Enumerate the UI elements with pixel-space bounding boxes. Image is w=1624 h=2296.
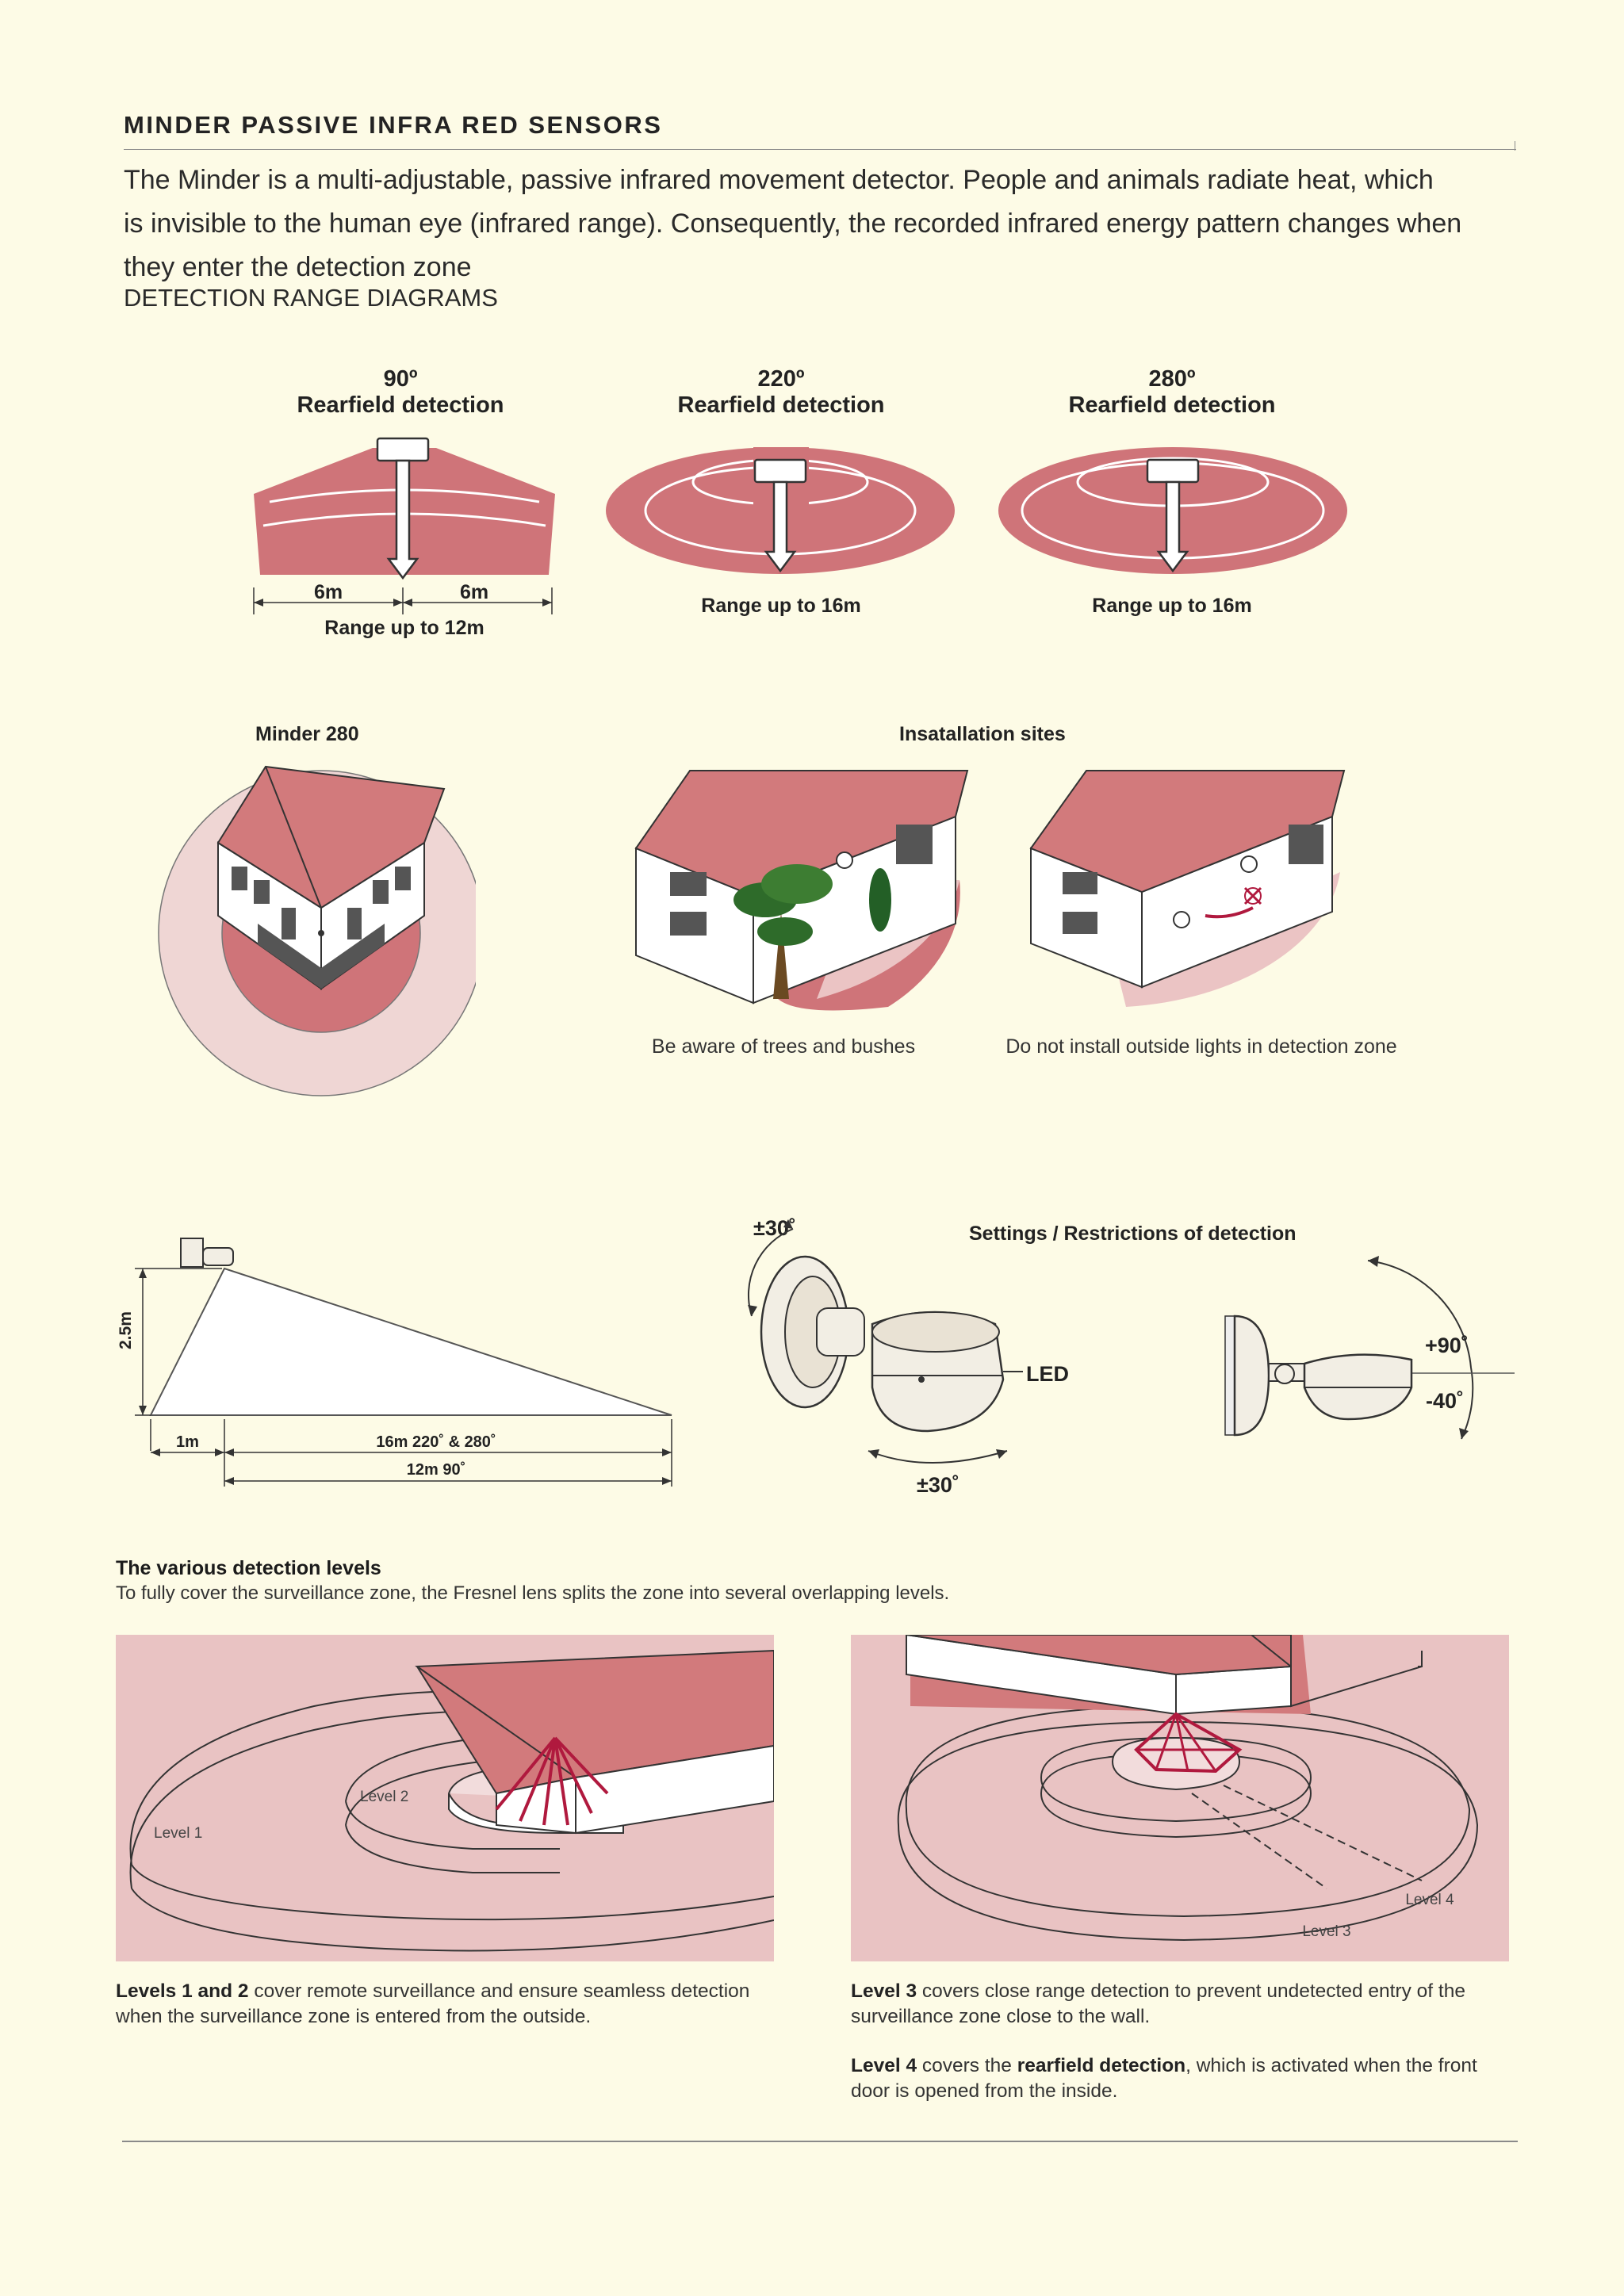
diagram-90-label: Rearfield detection xyxy=(297,392,504,418)
sensor-tilt-illustration xyxy=(1224,1256,1515,1440)
arrow-down-icon xyxy=(1156,480,1189,573)
sensor-icon xyxy=(836,851,853,869)
sensor-head-illustration xyxy=(748,1219,1023,1464)
diagram-220-label: Rearfield detection xyxy=(677,392,885,418)
level-3-text: covers close range detection to prevent … xyxy=(851,1980,1465,2027)
tilt-down-label: -40˚ xyxy=(1426,1389,1465,1413)
rotation-bottom-label: ±30˚ xyxy=(917,1473,959,1497)
minder-280-illustration xyxy=(158,765,476,1096)
diagram-280-range: Range up to 16m xyxy=(1092,595,1252,617)
caption-lights: Do not install outside lights in detecti… xyxy=(1005,1035,1397,1058)
far-distance-90-label: 12m 90˚ xyxy=(406,1461,466,1479)
level-4-description: Level 4 covers the rearfield detection, … xyxy=(851,2053,1509,2104)
levels-1-2-panel: Level 2 Level 1 xyxy=(116,1635,774,1961)
caption-trees: Be aware of trees and bushes xyxy=(651,1035,916,1058)
level-1-label: Level 1 xyxy=(154,1825,202,1842)
settings-title: Settings / Restrictions of detection xyxy=(969,1223,1297,1245)
range-left-label: 6m xyxy=(314,581,343,603)
level-3-bold: Level 3 xyxy=(851,1980,917,2002)
levels-title: The various detection levels xyxy=(116,1557,381,1579)
tree-icon xyxy=(773,912,789,999)
levels-1-2-text: cover remote surveillance and ensure sea… xyxy=(116,1980,750,2027)
minder-280-label: Minder 280 xyxy=(255,723,359,745)
level-3-label: Level 3 xyxy=(1302,1923,1350,1940)
diagram-90-angle: 90º xyxy=(383,366,418,392)
sensor-icon xyxy=(753,458,807,484)
intro-paragraph: The Minder is a multi-adjustable, passiv… xyxy=(124,159,1519,289)
diagram-280-label: Rearfield detection xyxy=(1068,392,1276,418)
top-divider xyxy=(124,149,1516,150)
diagram-280-zone xyxy=(998,447,1347,574)
diagram-90-range: Range up to 12m xyxy=(324,617,485,639)
sensor-icon xyxy=(1146,458,1200,484)
level-4-label: Level 4 xyxy=(1405,1892,1454,1908)
sensor-icon xyxy=(376,437,430,462)
sensor-icon xyxy=(202,1247,234,1266)
arrow-down-icon xyxy=(386,459,419,580)
led-icon xyxy=(918,1376,925,1383)
level-3-description: Level 3 covers close range detection to … xyxy=(851,1979,1509,2030)
height-label: 2.5m xyxy=(117,1311,135,1349)
forbidden-icon xyxy=(1243,886,1262,905)
levels-1-2-bold: Levels 1 and 2 xyxy=(116,1980,249,2002)
levels-1-2-description: Levels 1 and 2 cover remote surveillance… xyxy=(116,1979,774,2030)
section-subtitle: DETECTION RANGE DIAGRAMS xyxy=(124,284,498,312)
intro-line-2: is invisible to the human eye (infrared … xyxy=(124,209,1462,239)
intro-line-1: The Minder is a multi-adjustable, passiv… xyxy=(124,165,1434,195)
level-4-bold: Level 4 xyxy=(851,2055,917,2076)
near-distance-label: 1m xyxy=(176,1433,199,1451)
diagram-220-heading: 220º Rearfield detection xyxy=(642,366,920,419)
diagram-220-range: Range up to 16m xyxy=(701,595,861,617)
arrow-left-icon xyxy=(1205,906,1254,919)
page-title: MINDER PASSIVE INFRA RED SENSORS xyxy=(124,111,663,139)
level-4-text-b: , which is activated when the front door… xyxy=(851,2055,1477,2102)
site-trees-illustration xyxy=(634,770,969,1011)
levels-description: To fully cover the surveillance zone, th… xyxy=(116,1582,950,1604)
mounting-height-diagram xyxy=(135,1238,672,1487)
diagram-90-zone xyxy=(253,437,555,614)
tilt-up-label: +90˚ xyxy=(1425,1334,1469,1357)
diagram-90-heading: 90º Rearfield detection xyxy=(262,366,539,419)
arrow-down-icon xyxy=(764,480,797,573)
bush-icon xyxy=(869,868,891,932)
intro-line-3: they enter the detection zone xyxy=(124,252,472,282)
sensor-icon xyxy=(318,930,324,936)
levels-3-4-panel: Level 3 Level 4 xyxy=(851,1635,1509,1961)
level-4-bold-2: rearfield detection xyxy=(1017,2055,1186,2076)
level-4-text-a: covers the xyxy=(917,2055,1017,2076)
site-lights-illustration xyxy=(1029,770,1346,1007)
led-label: LED xyxy=(1026,1362,1069,1386)
level-2-label: Level 2 xyxy=(360,1789,408,1805)
sensor-bracket-icon xyxy=(180,1238,204,1268)
sun-icon xyxy=(1173,911,1190,928)
sensor-icon xyxy=(1240,855,1258,873)
bottom-divider xyxy=(122,2141,1518,2142)
range-right-label: 6m xyxy=(460,581,489,603)
diagram-220-angle: 220º xyxy=(757,366,805,392)
far-distance-label: 16m 220˚ & 280˚ xyxy=(376,1433,496,1451)
diagram-220-zone xyxy=(606,447,955,574)
diagram-280-angle: 280º xyxy=(1148,366,1196,392)
installation-sites-label: Insatallation sites xyxy=(899,723,1066,745)
diagram-280-heading: 280º Rearfield detection xyxy=(1033,366,1311,419)
